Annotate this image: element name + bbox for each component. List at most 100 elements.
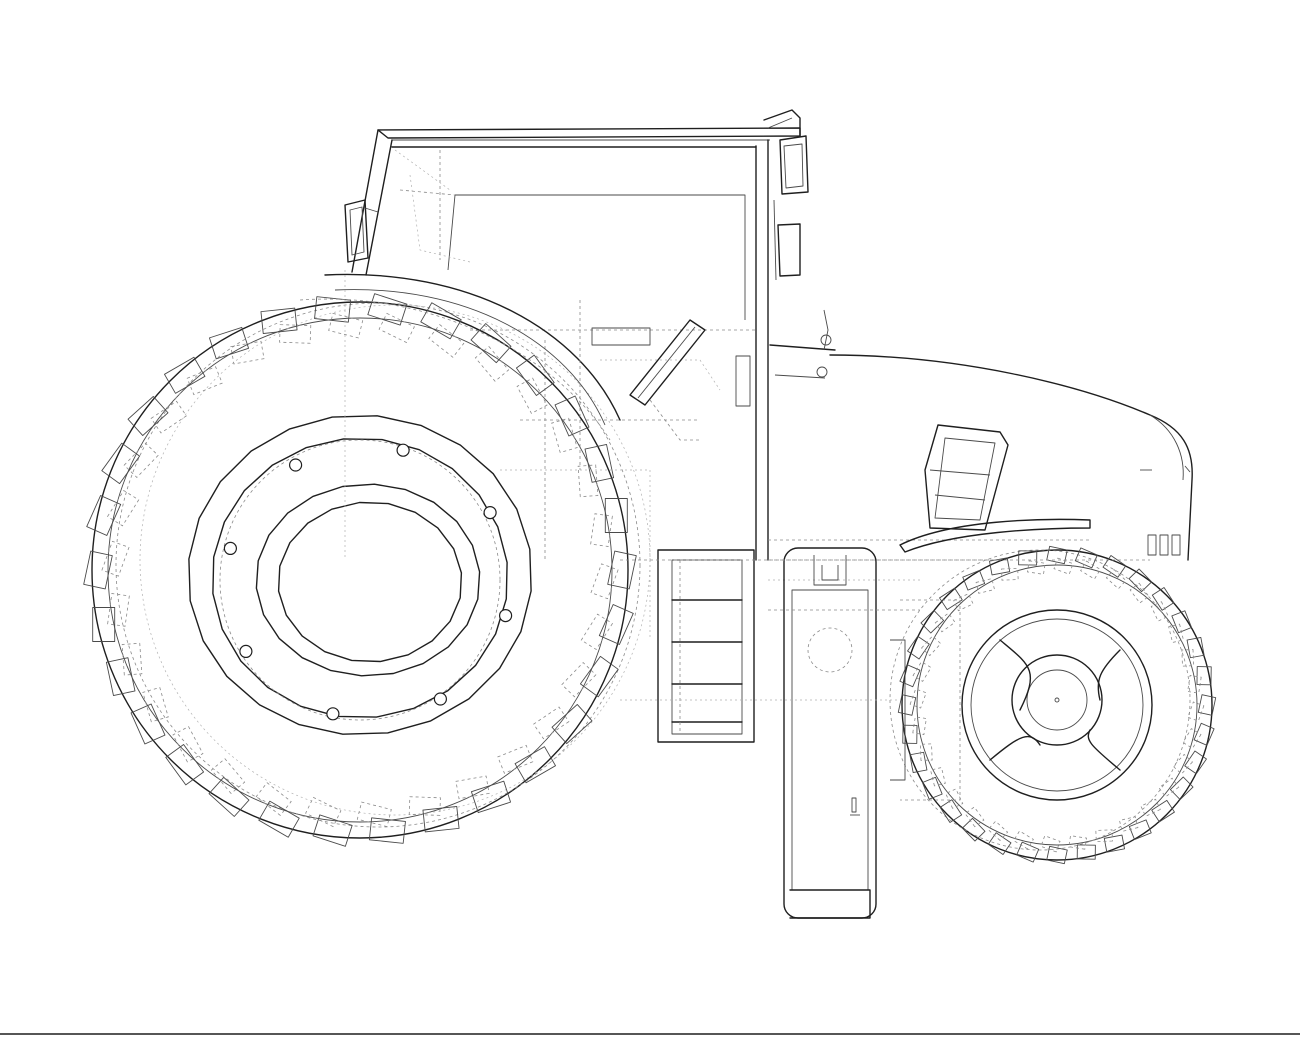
tire-lug bbox=[902, 724, 918, 744]
hub-bolt bbox=[289, 458, 303, 472]
tire-lug-inner bbox=[1001, 567, 1019, 581]
tire-lug-inner bbox=[1105, 568, 1127, 590]
tire-lug bbox=[314, 296, 352, 323]
tire-lug bbox=[420, 302, 462, 340]
tire-lug-inner bbox=[1158, 777, 1180, 798]
front-fender bbox=[899, 518, 1091, 553]
tire-lug bbox=[598, 604, 634, 645]
tire-lug bbox=[1193, 722, 1215, 746]
tire-lug bbox=[1074, 547, 1098, 569]
tire-lug bbox=[961, 817, 986, 842]
tire-lug-inner bbox=[328, 312, 364, 339]
tire-lug-inner bbox=[186, 366, 223, 396]
tire-lug bbox=[962, 570, 986, 591]
tire-lug bbox=[368, 817, 406, 844]
tire-lug bbox=[1046, 845, 1068, 865]
tire-lug-inner bbox=[107, 489, 140, 527]
tire-lug bbox=[551, 704, 593, 744]
tire-lug-inner bbox=[987, 820, 1009, 842]
tire-lug-inner bbox=[1119, 816, 1139, 832]
tire-lug bbox=[367, 293, 408, 326]
chassis-hidden-lines bbox=[344, 270, 1150, 701]
tire-lug bbox=[165, 744, 205, 786]
tire-lug-inner bbox=[1068, 835, 1087, 850]
cab-front-fittings bbox=[769, 309, 836, 379]
tire-lug bbox=[1184, 750, 1207, 775]
fuel-tank bbox=[768, 547, 920, 919]
hub-bolt bbox=[499, 608, 513, 623]
tire-lug bbox=[130, 703, 166, 745]
tire-lug bbox=[907, 635, 930, 660]
tire-lug bbox=[1186, 637, 1205, 659]
tire-lug-inner bbox=[1040, 835, 1061, 853]
tire-lug bbox=[515, 354, 555, 396]
tire-lug bbox=[922, 776, 943, 800]
tire-lug bbox=[987, 832, 1012, 855]
tire-lug bbox=[1171, 610, 1192, 634]
tire-lug bbox=[1197, 694, 1217, 716]
seat bbox=[924, 424, 1009, 531]
tire-lug-inner bbox=[1187, 675, 1202, 694]
tire-lug bbox=[939, 799, 963, 823]
tire-lug bbox=[164, 356, 206, 394]
tire-lug-inner bbox=[210, 758, 246, 795]
tire-lug-inner bbox=[912, 661, 932, 682]
tire-lug-inner bbox=[474, 345, 510, 382]
tire-lug bbox=[470, 323, 512, 364]
tire-lug bbox=[1018, 550, 1038, 566]
right-mirror bbox=[773, 135, 809, 281]
rear-hub-bolts bbox=[223, 443, 513, 721]
tire-lug bbox=[939, 587, 963, 611]
hub-bolt bbox=[396, 443, 410, 457]
tire-lug bbox=[989, 557, 1011, 576]
front-wheel bbox=[889, 545, 1217, 865]
tire-lug-inner bbox=[1150, 601, 1169, 622]
tire-lug-inner bbox=[497, 744, 534, 774]
tire-lug bbox=[514, 746, 556, 784]
hub-bolt bbox=[433, 692, 447, 706]
tire-lug bbox=[1016, 841, 1040, 863]
tire-lug-inner bbox=[1182, 728, 1202, 749]
rear-tire-lugs bbox=[83, 293, 637, 847]
tire-lug bbox=[899, 664, 921, 688]
tire-lug-inner bbox=[580, 613, 613, 651]
tire-lug-inner bbox=[1187, 701, 1205, 722]
tire-lug bbox=[1076, 844, 1096, 860]
tire-lug bbox=[607, 550, 637, 590]
tire-lug bbox=[1102, 555, 1127, 578]
tire-lug bbox=[554, 395, 590, 437]
tire-lug bbox=[470, 780, 512, 814]
tire-lug bbox=[1046, 545, 1068, 565]
tire-lug bbox=[312, 814, 353, 847]
tire-lug-inner bbox=[590, 563, 619, 600]
tire-lug bbox=[579, 655, 619, 698]
tire-lug bbox=[260, 307, 298, 334]
left-mirror bbox=[344, 199, 379, 263]
tire-lug bbox=[920, 609, 945, 634]
tire-lug bbox=[105, 657, 136, 696]
tire-lug-inner bbox=[1027, 560, 1046, 575]
tire-lug bbox=[1128, 819, 1152, 840]
tire-lug-inner bbox=[305, 796, 342, 828]
tire-lug-inner bbox=[1095, 829, 1113, 843]
tire-lug bbox=[92, 607, 116, 642]
tire-lug-inner bbox=[1140, 798, 1161, 817]
tire-lug-inner bbox=[1053, 557, 1074, 575]
tire-lug bbox=[1151, 799, 1175, 823]
tire-lug-inner bbox=[934, 612, 956, 633]
tire-lug-inner bbox=[121, 642, 143, 676]
tire-lug-inner bbox=[1013, 830, 1034, 850]
hub-bolt bbox=[483, 505, 497, 520]
tire-lug-inner bbox=[101, 540, 130, 577]
tire-lug-inner bbox=[1080, 560, 1101, 580]
tire-lug bbox=[909, 751, 928, 773]
tire-lug bbox=[127, 396, 169, 436]
tire-lug-inner bbox=[1129, 582, 1150, 604]
tire-lug bbox=[208, 326, 250, 360]
tire-lug bbox=[1196, 666, 1212, 686]
tire-lug bbox=[422, 806, 460, 833]
tire-lug-inner bbox=[945, 788, 964, 809]
tire-lug bbox=[1151, 587, 1175, 611]
tire-lug bbox=[1103, 834, 1125, 853]
